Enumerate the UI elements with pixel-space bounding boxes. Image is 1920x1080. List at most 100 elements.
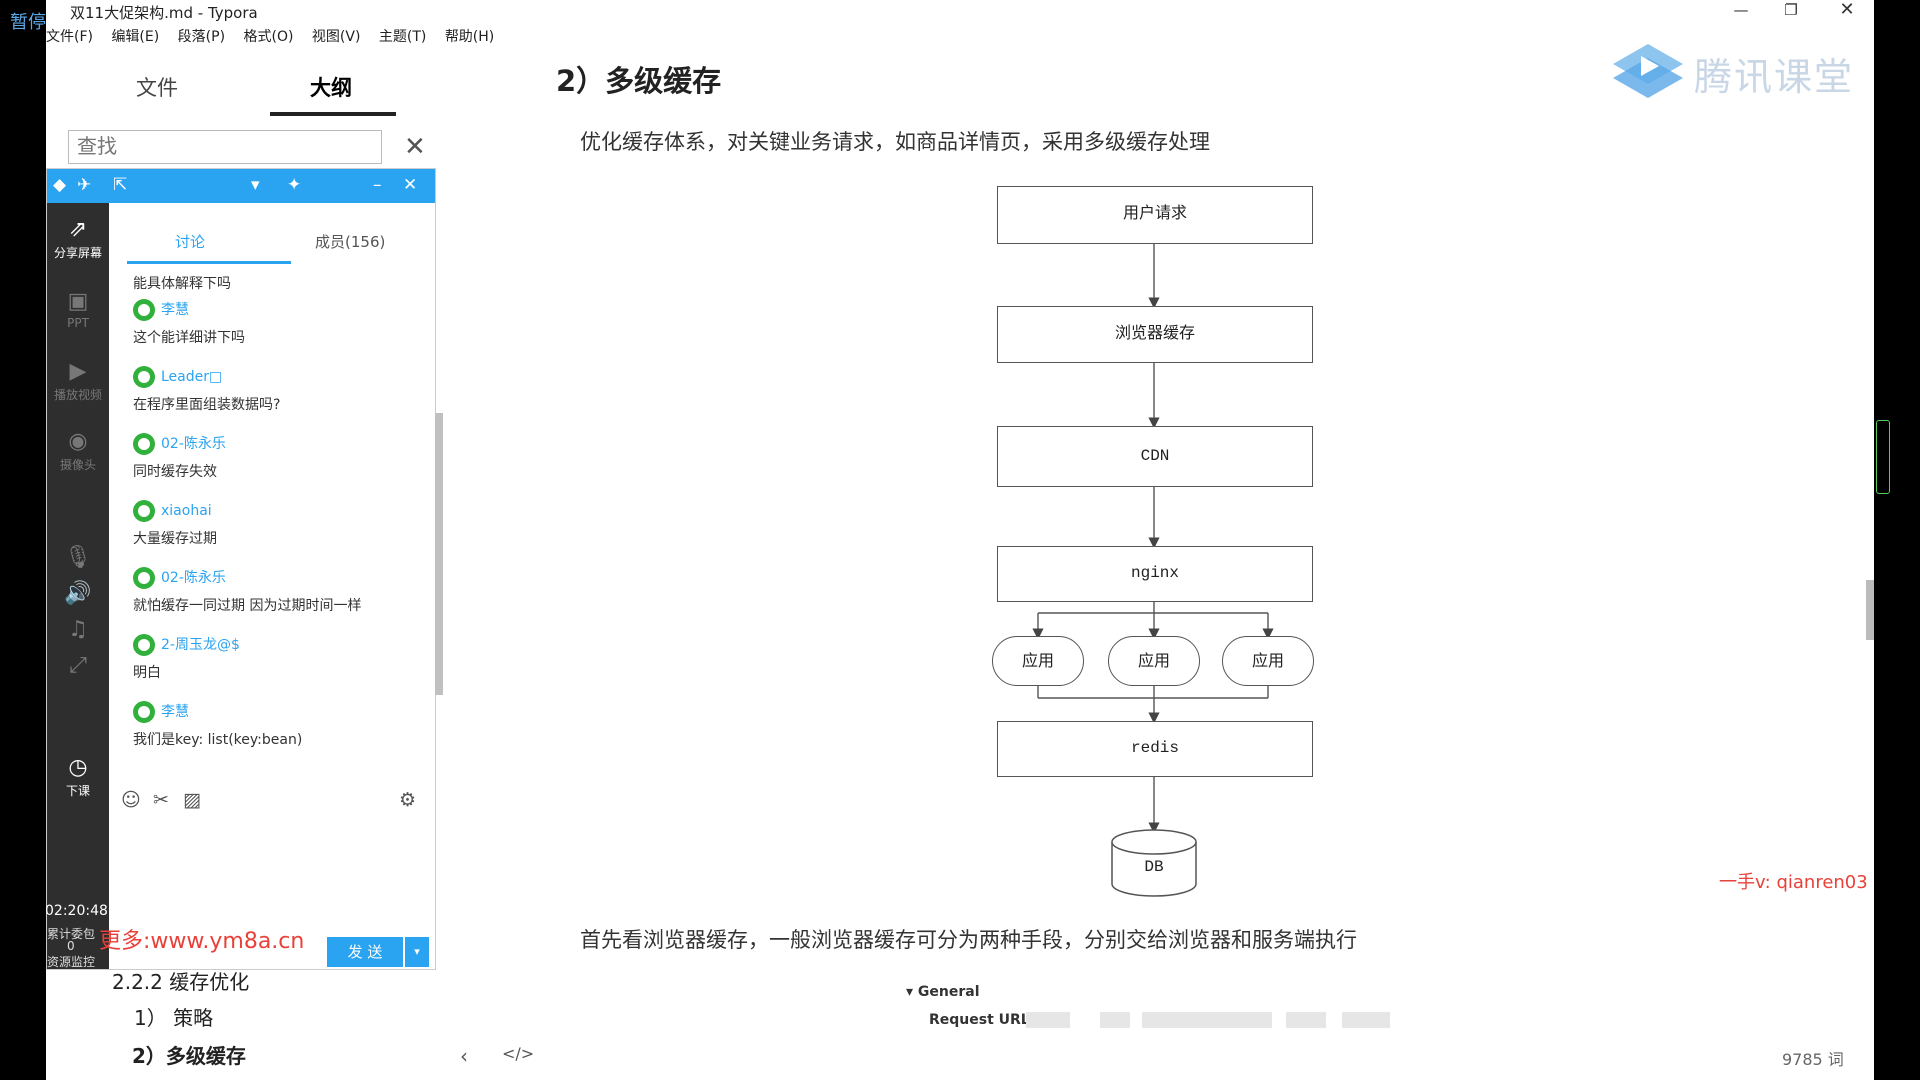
menu-paragraph[interactable]: 段落(P) xyxy=(177,29,226,45)
share-screen-tool[interactable]: ⇗分享屏幕 xyxy=(47,217,109,261)
message-text: 就怕缓存一同过期 因为过期时间一样 xyxy=(133,598,362,614)
blurred-text xyxy=(1026,1012,1070,1028)
node-app: 应用 xyxy=(1108,636,1200,686)
message-user[interactable]: 02-陈永乐 xyxy=(133,433,226,455)
menu-help[interactable]: 帮助(H) xyxy=(444,29,495,45)
pin-icon[interactable]: ✦ xyxy=(287,175,302,195)
menu-theme[interactable]: 主题(T) xyxy=(378,29,427,45)
share-icon[interactable]: ⇱ xyxy=(113,175,128,195)
plane-icon[interactable]: ✈ xyxy=(77,175,92,195)
tab-members[interactable]: 成员(156) xyxy=(315,233,386,251)
blurred-text xyxy=(1142,1012,1272,1028)
search-input[interactable] xyxy=(69,131,385,161)
node-app: 应用 xyxy=(992,636,1084,686)
message-list: 能具体解释下吗 李慧 这个能详细讲下吗 Leader□ 在程序里面组装数据吗? … xyxy=(109,265,409,765)
mic-tool[interactable]: 🎙 xyxy=(47,545,109,572)
menu-file[interactable]: 文件(F) xyxy=(46,29,93,45)
window-title: 双11大促架构.md - Typora xyxy=(70,4,258,22)
camera-tool[interactable]: ◉摄像头 xyxy=(47,429,109,473)
wechat-icon xyxy=(133,500,155,522)
user-name: 2-周玉龙@$ xyxy=(161,637,240,653)
menu-edit[interactable]: 编辑(E) xyxy=(111,29,160,45)
speaker-tool[interactable]: 🔊 xyxy=(47,581,109,608)
tab-active-indicator xyxy=(270,112,396,116)
end-class-tool[interactable]: ◷下课 xyxy=(47,755,109,799)
user-name: Leader□ xyxy=(161,369,223,385)
intro-paragraph: 优化缓存体系，对关键业务请求，如商品详情页，采用多级缓存处理 xyxy=(580,130,1210,154)
tab-files[interactable]: 文件 xyxy=(136,76,178,100)
message-user[interactable]: 李慧 xyxy=(133,701,189,723)
brand-watermark: 腾讯课堂 xyxy=(1694,55,1855,99)
node-cdn: CDN xyxy=(997,426,1313,487)
message-user[interactable]: 02-陈永乐 xyxy=(133,567,226,589)
message-user[interactable]: Leader□ xyxy=(133,366,222,388)
node-user-request: 用户请求 xyxy=(997,186,1313,244)
mic-icon: 🎙 xyxy=(64,545,92,570)
wechat-icon xyxy=(133,299,155,321)
minimize-icon[interactable]: — xyxy=(1733,1,1749,19)
menu-format[interactable]: 格式(O) xyxy=(243,29,294,45)
ppt-icon: ▣ xyxy=(67,289,89,314)
tool-label: 播放视频 xyxy=(53,388,102,402)
wechat-icon xyxy=(133,701,155,723)
user-name: 李慧 xyxy=(161,302,189,318)
message-text: 这个能详细讲下吗 xyxy=(133,330,245,346)
wechat-icon xyxy=(133,433,155,455)
menu-view[interactable]: 视图(V) xyxy=(311,29,361,45)
after-paragraph: 首先看浏览器缓存，一般浏览器缓存可分为两种手段，分别交给浏览器和服务端执行 xyxy=(580,928,1357,952)
emoji-icon[interactable]: ☺ xyxy=(121,789,141,811)
blurred-text xyxy=(1100,1012,1130,1028)
volume-indicator xyxy=(1876,420,1890,494)
node-db: DB xyxy=(1144,858,1164,876)
message-user[interactable]: 2-周玉龙@$ xyxy=(133,634,240,656)
scissors-icon[interactable]: ✂ xyxy=(153,789,169,811)
chat-panel: ◆ ✈ ⇱ ▾ ✦ – ✕ ⇗分享屏幕 ▣ PPT ▶播放视频 ◉摄像头 🎙 🔊 … xyxy=(45,168,443,970)
chat-titlebar: ◆ ✈ ⇱ ▾ ✦ – ✕ xyxy=(47,169,435,203)
outline-item-active[interactable]: 2）多级缓存 xyxy=(132,1044,246,1068)
close-icon[interactable]: ✕ xyxy=(404,132,426,162)
outline-item[interactable]: 1） 策略 xyxy=(134,1006,214,1030)
request-url-label: Request URL: xyxy=(929,1012,1036,1028)
gear-icon[interactable]: ⚙ xyxy=(399,789,417,811)
play-video-tool[interactable]: ▶播放视频 xyxy=(47,359,109,403)
music-tool[interactable]: ♫ xyxy=(47,617,109,644)
blurred-text xyxy=(1286,1012,1326,1028)
close-icon[interactable]: ✕ xyxy=(403,175,418,195)
wechat-icon xyxy=(133,567,155,589)
message-user[interactable]: xiaohai xyxy=(133,500,212,522)
chevron-down-icon[interactable]: ▾ xyxy=(251,175,260,195)
timer-icon: ◷ xyxy=(68,755,88,780)
site-watermark: 更多:www.ym8a.cn xyxy=(99,929,305,954)
blurred-text xyxy=(1242,1012,1272,1028)
message-user[interactable]: 李慧 xyxy=(133,299,189,321)
tab-outline[interactable]: 大纲 xyxy=(310,76,352,100)
user-name: 李慧 xyxy=(161,704,189,720)
restore-icon[interactable]: ❐ xyxy=(1784,1,1798,19)
image-icon[interactable]: ▨ xyxy=(183,789,201,811)
general-label: ▾ General xyxy=(906,984,980,1000)
message-text: 大量缓存过期 xyxy=(133,531,217,547)
contact-watermark: 一手v: qianren03 xyxy=(1719,872,1868,893)
pause-label[interactable]: 暂停 xyxy=(10,12,46,33)
stat-label: 资源监控 xyxy=(47,955,96,969)
ppt-tool[interactable]: ▣ PPT xyxy=(47,289,109,330)
fullscreen-icon: ⤢ xyxy=(69,653,87,678)
chat-scrollbar[interactable] xyxy=(435,413,443,695)
editor-scrollbar[interactable] xyxy=(1866,580,1874,640)
send-options-button[interactable]: ▾ xyxy=(405,937,429,967)
tab-discussion[interactable]: 讨论 xyxy=(175,233,206,251)
tool-label: PPT xyxy=(67,316,89,330)
send-button[interactable]: 发 送 xyxy=(327,937,403,967)
minimize-icon[interactable]: – xyxy=(373,175,382,195)
node-app: 应用 xyxy=(1222,636,1314,686)
menu-bar: 文件(F) 编辑(E) 段落(P) 格式(O) 视图(V) 主题(T) 帮助(H… xyxy=(46,26,508,50)
class-timer: 02:20:48 xyxy=(45,903,108,919)
fullscreen-tool[interactable]: ⤢ xyxy=(47,653,109,680)
close-icon[interactable]: ✕ xyxy=(1839,0,1855,20)
chevron-left-icon[interactable]: ‹ xyxy=(460,1044,468,1068)
wechat-icon xyxy=(133,366,155,388)
chat-toolbar: ⇗分享屏幕 ▣ PPT ▶播放视频 ◉摄像头 🎙 🔊 ♫ ⤢ ◷下课 02:20:… xyxy=(45,203,109,969)
outline-item[interactable]: 2.2.2 缓存优化 xyxy=(112,970,250,994)
source-code-icon[interactable]: </> xyxy=(502,1044,535,1063)
stat-label: 累计委包 xyxy=(47,927,96,941)
